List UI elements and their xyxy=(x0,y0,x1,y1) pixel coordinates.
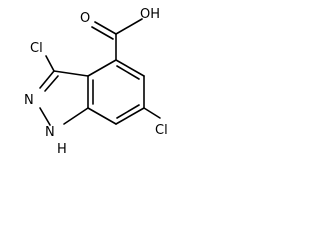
bond-c3-n2 xyxy=(39,70,55,89)
bond-c3-n2-inner xyxy=(44,75,59,92)
bond-c7-c7a xyxy=(87,107,117,125)
bond-c6-c7 xyxy=(115,107,145,125)
carbonyl-o-label: O xyxy=(80,11,90,26)
bond-c6-cl xyxy=(143,107,161,119)
bond-n2-n1 xyxy=(39,107,51,126)
atom-labels: OH O Cl Cl N N H xyxy=(24,7,168,157)
bond-c4-c5 xyxy=(115,59,145,77)
bond-c3a-c3 xyxy=(53,70,89,77)
chloro-3-label: Cl xyxy=(30,41,43,56)
bond-lines xyxy=(39,18,161,126)
bond-c3a-c4 xyxy=(87,59,117,77)
bond-n1-c7a xyxy=(63,107,89,125)
bond-c6-c7-inner xyxy=(116,104,140,119)
bond-c3-cl xyxy=(45,55,55,72)
n1-label: N xyxy=(45,125,55,140)
bond-carbonyl-double-b xyxy=(91,26,114,40)
bond-carboxyl-carbon-oh xyxy=(115,18,143,35)
bond-carbonyl-double-a xyxy=(94,21,117,35)
chloro-6-label: Cl xyxy=(155,123,168,138)
carboxyl-oh-label: OH xyxy=(140,7,160,22)
bond-c4-c5-inner xyxy=(116,65,140,80)
molecule-structure-diagram: OH O Cl Cl N N H xyxy=(24,7,168,157)
n1-h-label: H xyxy=(57,142,67,157)
n2-label: N xyxy=(24,93,34,108)
